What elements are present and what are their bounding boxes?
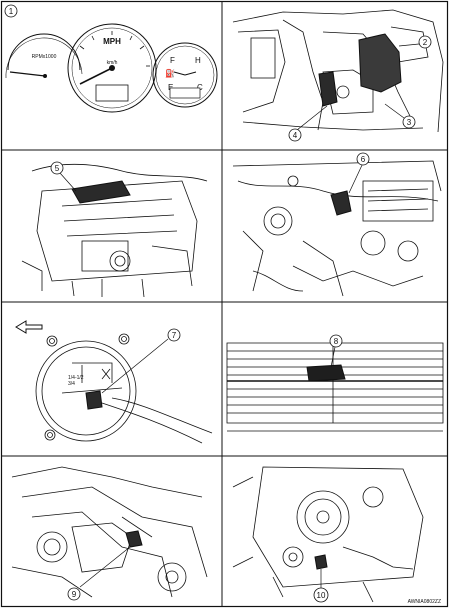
sensor-7-part: [85, 390, 103, 410]
temp-cold-label: C: [197, 83, 203, 92]
fuel-pump-icon: ⛽: [165, 68, 175, 78]
panel-intake-manifold: 5: [2, 151, 221, 301]
fuel-empty-label: E: [168, 83, 173, 92]
sensor-8-part: [306, 364, 346, 382]
speedometer-gauge: MPH km/h: [67, 23, 157, 113]
sensor-9-part: [125, 530, 143, 548]
sensor-5-part: [71, 180, 131, 204]
panel-engine-top: 6: [223, 151, 447, 301]
fuel-full-label: F: [170, 56, 175, 65]
callout-3: 3: [407, 118, 412, 127]
reference-code: AWNIA0802ZZ: [407, 599, 441, 605]
speed-label: MPH: [103, 37, 121, 46]
callout-6: 6: [361, 155, 366, 164]
front-arrow-icon: [15, 320, 43, 334]
fuel-temp-gauge: F E H C ⛽: [152, 42, 218, 108]
panel-fuel-sender: 1/4-1/2 3/4 7: [2, 303, 221, 455]
callout-7: 7: [172, 331, 177, 340]
callout-9: 9: [72, 590, 77, 599]
panel-grille: 8: [223, 303, 447, 455]
rpm-label: RPMx1000: [32, 54, 57, 60]
speed-sub-label: km/h: [107, 60, 118, 66]
callout-2: 2: [423, 38, 428, 47]
panel-transmission: 9: [2, 457, 221, 606]
panel-crank-pulley: 10 AWNIA0802ZZ: [223, 457, 447, 606]
odometer-window: [95, 84, 129, 102]
level-tag-line2: 3/4: [68, 381, 75, 387]
ecm-unit: [318, 71, 338, 107]
sensor-6-part: [330, 190, 352, 216]
ecm-cover: [358, 33, 402, 93]
temp-hot-label: H: [195, 56, 201, 65]
callout-10: 10: [317, 591, 326, 600]
sensor-10-part: [314, 554, 328, 570]
level-tag-line1: 1/4-1/2: [68, 375, 84, 381]
panel-engine-ecm: 2 3 4: [223, 2, 447, 149]
callout-5: 5: [55, 164, 60, 173]
tachometer-gauge: RPMx1000: [5, 33, 83, 79]
callout-4: 4: [293, 131, 298, 140]
callout-8: 8: [334, 337, 339, 346]
callout-1: 1: [9, 7, 14, 16]
panel-instrument-cluster: 1 RPMx1000 MPH km/h: [2, 2, 221, 149]
